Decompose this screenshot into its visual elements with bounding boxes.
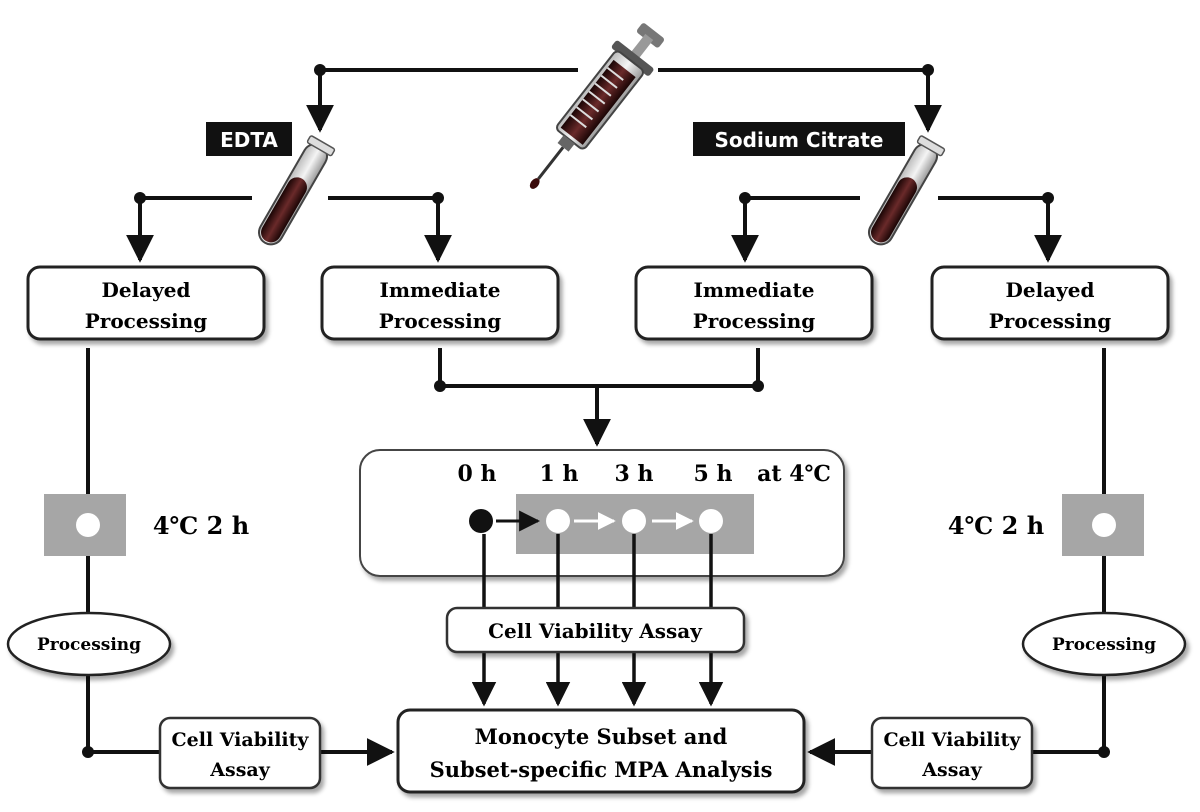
svg-text:Delayed: Delayed <box>1006 278 1095 302</box>
final-analysis-box: Monocyte Subset and Subset-specific MPA … <box>396 708 806 794</box>
timeline-panel: 0 h 1 h 3 h 5 h at 4℃ <box>359 449 845 577</box>
timepoint-3h <box>622 509 646 533</box>
svg-text:Immediate: Immediate <box>380 278 501 302</box>
right-cell-viability-box: Cell Viability Assay <box>870 716 1034 790</box>
right-storage-label: 4℃ 2 h <box>948 511 1044 540</box>
timepoint-5h <box>699 509 723 533</box>
left-processing-oval: Processing <box>6 611 172 677</box>
sodium-citrate-tube-icon <box>868 135 946 246</box>
left-cell-viability-box: Cell Viability Assay <box>158 716 322 790</box>
edta-tube-icon <box>258 135 336 246</box>
svg-text:Processing: Processing <box>379 309 501 333</box>
svg-text:Delayed: Delayed <box>102 278 191 302</box>
svg-text:5 h: 5 h <box>694 461 733 487</box>
svg-text:Sodium Citrate: Sodium Citrate <box>715 128 884 152</box>
immediate-merge-connector <box>438 348 760 447</box>
tube-split-connectors <box>126 196 1062 263</box>
svg-text:Assay: Assay <box>209 759 270 781</box>
left-storage-label: 4℃ 2 h <box>153 511 249 540</box>
svg-text:Processing: Processing <box>693 309 815 333</box>
right-storage-block <box>1062 494 1144 556</box>
svg-text:Assay: Assay <box>921 759 982 781</box>
sodium-citrate-label: Sodium Citrate <box>693 122 905 156</box>
right-delayed-processing-box: Delayed Processing <box>930 265 1170 341</box>
timepoint-1h <box>546 509 570 533</box>
svg-text:Subset-specific MPA Analysis: Subset-specific MPA Analysis <box>430 757 773 782</box>
svg-text:0 h: 0 h <box>458 461 497 487</box>
svg-text:Cell Viability Assay: Cell Viability Assay <box>488 619 703 643</box>
svg-text:1 h: 1 h <box>540 461 579 487</box>
left-immediate-processing-box: Immediate Processing <box>320 265 560 341</box>
svg-text:Cell Viability: Cell Viability <box>172 729 310 751</box>
svg-text:Processing: Processing <box>989 309 1111 333</box>
svg-text:Processing: Processing <box>37 635 141 655</box>
timepoint-0h <box>469 509 493 533</box>
svg-text:Processing: Processing <box>1052 635 1156 655</box>
center-cell-viability-box: Cell Viability Assay <box>445 606 746 654</box>
right-immediate-processing-box: Immediate Processing <box>634 265 874 341</box>
svg-text:3 h: 3 h <box>615 461 654 487</box>
left-delayed-processing-box: Delayed Processing <box>26 265 266 341</box>
svg-text:Monocyte Subset and: Monocyte Subset and <box>475 724 728 749</box>
svg-text:Cell Viability: Cell Viability <box>884 729 1022 751</box>
svg-text:Immediate: Immediate <box>694 278 815 302</box>
syringe-icon <box>529 23 664 189</box>
left-storage-block <box>44 494 126 556</box>
left-branch-line <box>86 348 395 766</box>
svg-text:Processing: Processing <box>85 309 207 333</box>
top-connectors <box>306 68 942 133</box>
svg-text:at 4℃: at 4℃ <box>757 461 831 487</box>
svg-text:EDTA: EDTA <box>220 128 278 152</box>
edta-label: EDTA <box>206 122 292 156</box>
right-processing-oval: Processing <box>1021 611 1187 677</box>
right-branch-line <box>807 348 1106 766</box>
